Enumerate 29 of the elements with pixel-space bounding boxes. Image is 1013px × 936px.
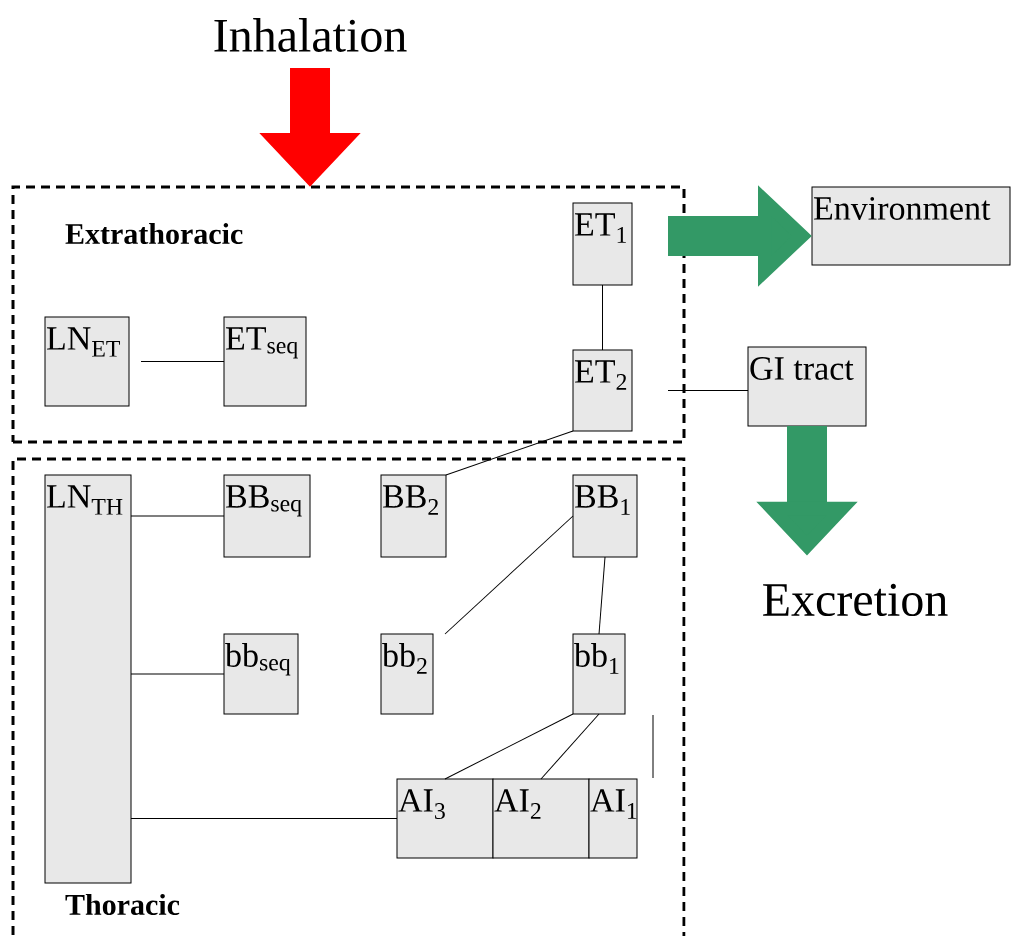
connector-line xyxy=(540,713,600,780)
title-text: Inhalation xyxy=(214,18,407,52)
connector-line xyxy=(130,818,398,819)
compartment-box: Environment xyxy=(811,186,1011,266)
connector-line xyxy=(602,284,603,351)
connector-line xyxy=(445,430,574,476)
connector-line xyxy=(130,673,225,675)
compartment-box: ET$_{2}$ xyxy=(572,349,633,432)
compartment-box: BB$_{1}$ xyxy=(572,474,638,558)
compartment-box: ET$_{seq}$ xyxy=(223,316,307,407)
compartment-box: AI$_{2}$ xyxy=(492,778,590,859)
title-text: Excretion xyxy=(763,583,948,617)
compartment-box: bb$_{2}$ xyxy=(380,633,434,715)
compartment-box: GI tract xyxy=(747,346,867,427)
connector-line xyxy=(667,390,749,391)
compartment-box: AI$_{1}$ xyxy=(588,778,638,859)
compartment-box: LN$_{ET}$ xyxy=(44,316,130,407)
compartment-box: bb$_{seq}$ xyxy=(223,633,299,715)
compartment-box: BB$_{seq}$ xyxy=(223,474,311,558)
connector-line xyxy=(598,556,606,635)
connector-line xyxy=(444,713,574,780)
connector-line xyxy=(444,515,574,635)
connector-line xyxy=(130,515,225,517)
compartment-box: LN$_{TH}$ xyxy=(44,474,132,884)
connector-line xyxy=(140,361,225,362)
compartment-box: ET$_{1}$ xyxy=(572,202,633,286)
compartment-box: bb$_{1}$ xyxy=(572,633,626,715)
compartment-box: AI$_{3}$ xyxy=(396,778,494,859)
compartment-box: BB$_{2}$ xyxy=(380,474,447,558)
